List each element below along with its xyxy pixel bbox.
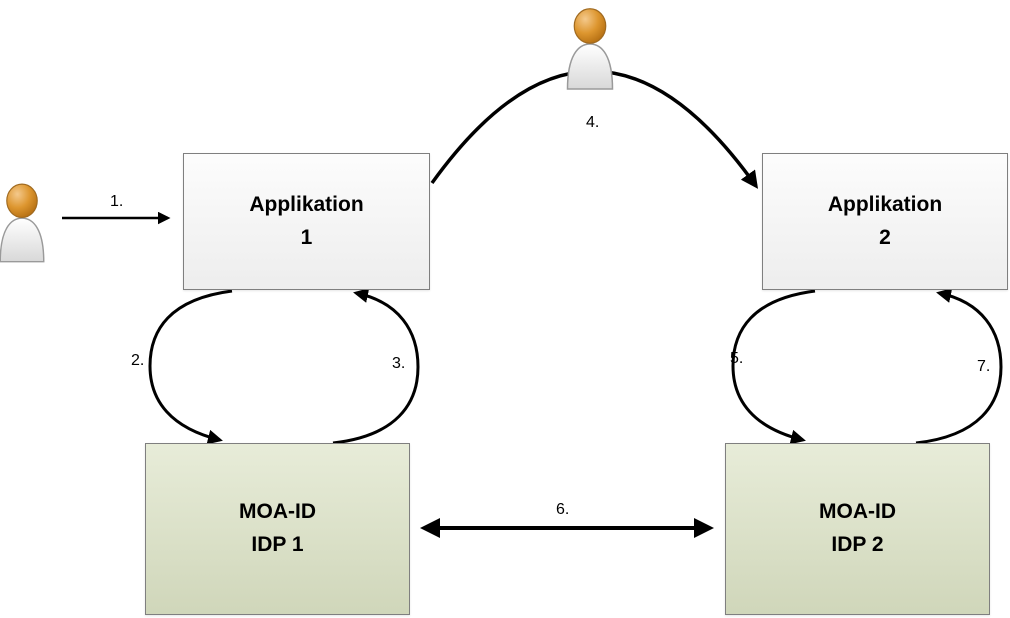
node-moa-id-idp-2: MOA-ID IDP 2: [725, 443, 990, 615]
arrow-step-7: [915, 288, 1003, 445]
arrow-step-2: [148, 289, 233, 445]
node-moa-id-idp-2-label-line1: MOA-ID: [819, 500, 896, 524]
node-moa-id-idp-1-label-line1: MOA-ID: [239, 500, 316, 524]
label-step-7: 7.: [977, 358, 991, 375]
node-moa-id-idp-1: MOA-ID IDP 1: [145, 443, 410, 615]
node-applikation-1-label-line2: 1: [300, 225, 313, 249]
node-moa-id-idp-1-label-line2: IDP 1: [251, 533, 304, 556]
label-step-2: 2.: [131, 352, 145, 369]
node-applikation-2-label-line1: Applikation: [827, 192, 943, 216]
node-applikation-1-label-line1: Applikation: [249, 192, 364, 216]
label-step-1: 1.: [110, 193, 124, 210]
label-step-6: 6.: [556, 501, 570, 518]
node-applikation-1: Applikation 1: [183, 153, 430, 290]
person-icon-user-top: [566, 8, 614, 90]
arrow-step-5: [731, 289, 816, 445]
label-step-4: 4.: [586, 114, 600, 131]
node-applikation-2: Applikation 2: [762, 153, 1008, 290]
person-icon-user-left: [0, 183, 45, 263]
label-step-3: 3.: [392, 355, 406, 372]
node-applikation-2-label-line2: 2: [879, 225, 891, 249]
label-step-5: 5.: [730, 350, 744, 367]
node-moa-id-idp-2-label-line2: IDP 2: [831, 533, 884, 556]
arrow-step-3: [332, 288, 420, 445]
